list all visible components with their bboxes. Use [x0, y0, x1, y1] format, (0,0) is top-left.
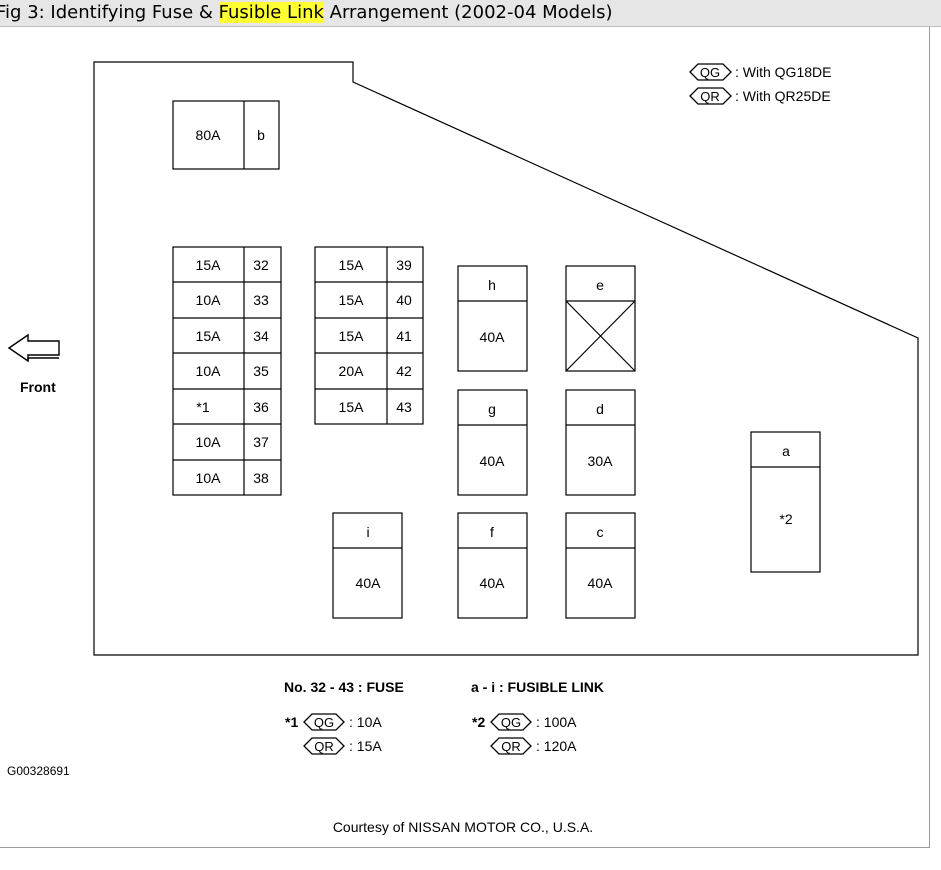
front-label: Front — [20, 379, 56, 395]
note-star2-qr-value: : 120A — [536, 738, 577, 754]
link-a-value: *2 — [779, 511, 792, 527]
fuse-rating: *1 — [196, 399, 209, 415]
note-star1-marker: *1 — [285, 714, 298, 730]
link-i-label: i — [366, 524, 369, 540]
fuse-number: 35 — [253, 363, 269, 379]
fusible-link-range-note: a - i : FUSIBLE LINK — [471, 679, 604, 695]
fuse-rating: 15A — [339, 328, 365, 344]
note-star2-qg-code: QG — [501, 715, 521, 730]
fuse-number: 37 — [253, 434, 269, 450]
qr-hexagon-icon — [303, 737, 345, 755]
fuse-column-left-outline — [172, 246, 282, 496]
fuse-number: 40 — [396, 292, 412, 308]
link-f-label: f — [490, 524, 494, 540]
fuse-rating: 10A — [196, 434, 222, 450]
fuse-rating: 15A — [339, 292, 365, 308]
link-c-value: 40A — [588, 575, 614, 591]
fuse-rating: 15A — [339, 257, 365, 273]
qg-hexagon-icon — [490, 713, 532, 731]
fuse-number: 39 — [396, 257, 412, 273]
link-h-outline — [457, 265, 528, 372]
fuse-80a-rating: 80A — [196, 127, 222, 143]
courtesy-credit: Courtesy of NISSAN MOTOR CO., U.S.A. — [333, 819, 593, 835]
qg-hexagon-icon — [303, 713, 345, 731]
legend-qr-code: QR — [700, 89, 720, 104]
fuse-box-outline — [93, 61, 919, 656]
fuse-rating: 15A — [196, 328, 222, 344]
fuse-rating: 20A — [339, 363, 365, 379]
link-d-outline — [565, 389, 636, 496]
fuse-rating: 10A — [196, 363, 222, 379]
link-i-value: 40A — [356, 575, 382, 591]
legend-qr-text: : With QR25DE — [735, 88, 831, 104]
link-g-label: g — [488, 401, 496, 417]
link-f-outline — [457, 512, 528, 619]
note-star2-marker: *2 — [472, 714, 485, 730]
link-h-label: h — [488, 277, 496, 293]
link-d-label: d — [596, 401, 604, 417]
figure-title-end: Arrangement (2002-04 Models) — [323, 2, 613, 23]
fuse-number: 42 — [396, 363, 412, 379]
figure-title: Fig 3: Identifying Fuse & Fusible Link A… — [0, 0, 613, 26]
link-d-value: 30A — [588, 453, 614, 469]
fuse-number: 32 — [253, 257, 269, 273]
fuse-rating: 10A — [196, 292, 222, 308]
block-80a-outline — [172, 100, 280, 170]
qr-hexagon-icon — [689, 87, 732, 105]
link-e-label: e — [596, 277, 604, 293]
fuse-rating: 15A — [339, 399, 365, 415]
front-arrow-icon — [7, 333, 60, 363]
link-e-outline — [565, 265, 636, 372]
fuse-number: 38 — [253, 470, 269, 486]
fuse-80a-link: b — [257, 127, 265, 143]
link-g-value: 40A — [480, 453, 506, 469]
legend-qg-code: QG — [700, 65, 720, 80]
fuse-number: 36 — [253, 399, 269, 415]
qr-hexagon-icon — [490, 737, 532, 755]
note-star1-qr-value: : 15A — [349, 738, 382, 754]
fuse-rating: 15A — [196, 257, 222, 273]
fuse-column-right-outline — [314, 246, 424, 425]
fuse-rating: 10A — [196, 470, 222, 486]
link-h-value: 40A — [480, 329, 506, 345]
note-star2-qr-code: QR — [501, 739, 521, 754]
note-star1-qg-code: QG — [314, 715, 334, 730]
link-c-label: c — [597, 524, 604, 540]
fuse-number: 41 — [396, 328, 412, 344]
link-c-outline — [565, 512, 636, 619]
figure-frame — [0, 27, 930, 848]
fuse-number: 33 — [253, 292, 269, 308]
note-star1-qg-value: : 10A — [349, 714, 382, 730]
figure-title-start: Fig 3: Identifying Fuse & — [0, 2, 219, 23]
note-star1-qr-code: QR — [314, 739, 334, 754]
link-i-outline — [332, 512, 403, 619]
figure-id: G00328691 — [7, 764, 70, 778]
figure-title-bar: Fig 3: Identifying Fuse & Fusible Link A… — [0, 0, 941, 27]
fuse-number: 34 — [253, 328, 269, 344]
fuse-number: 43 — [396, 399, 412, 415]
qg-hexagon-icon — [689, 63, 732, 81]
link-a-label: a — [782, 443, 790, 459]
figure-title-highlight: Fusible Link — [218, 2, 324, 23]
note-star2-qg-value: : 100A — [536, 714, 577, 730]
fuse-range-note: No. 32 - 43 : FUSE — [284, 679, 404, 695]
link-a-outline — [750, 431, 821, 573]
link-g-outline — [457, 389, 528, 496]
legend-qg-text: : With QG18DE — [735, 64, 831, 80]
link-f-value: 40A — [480, 575, 506, 591]
